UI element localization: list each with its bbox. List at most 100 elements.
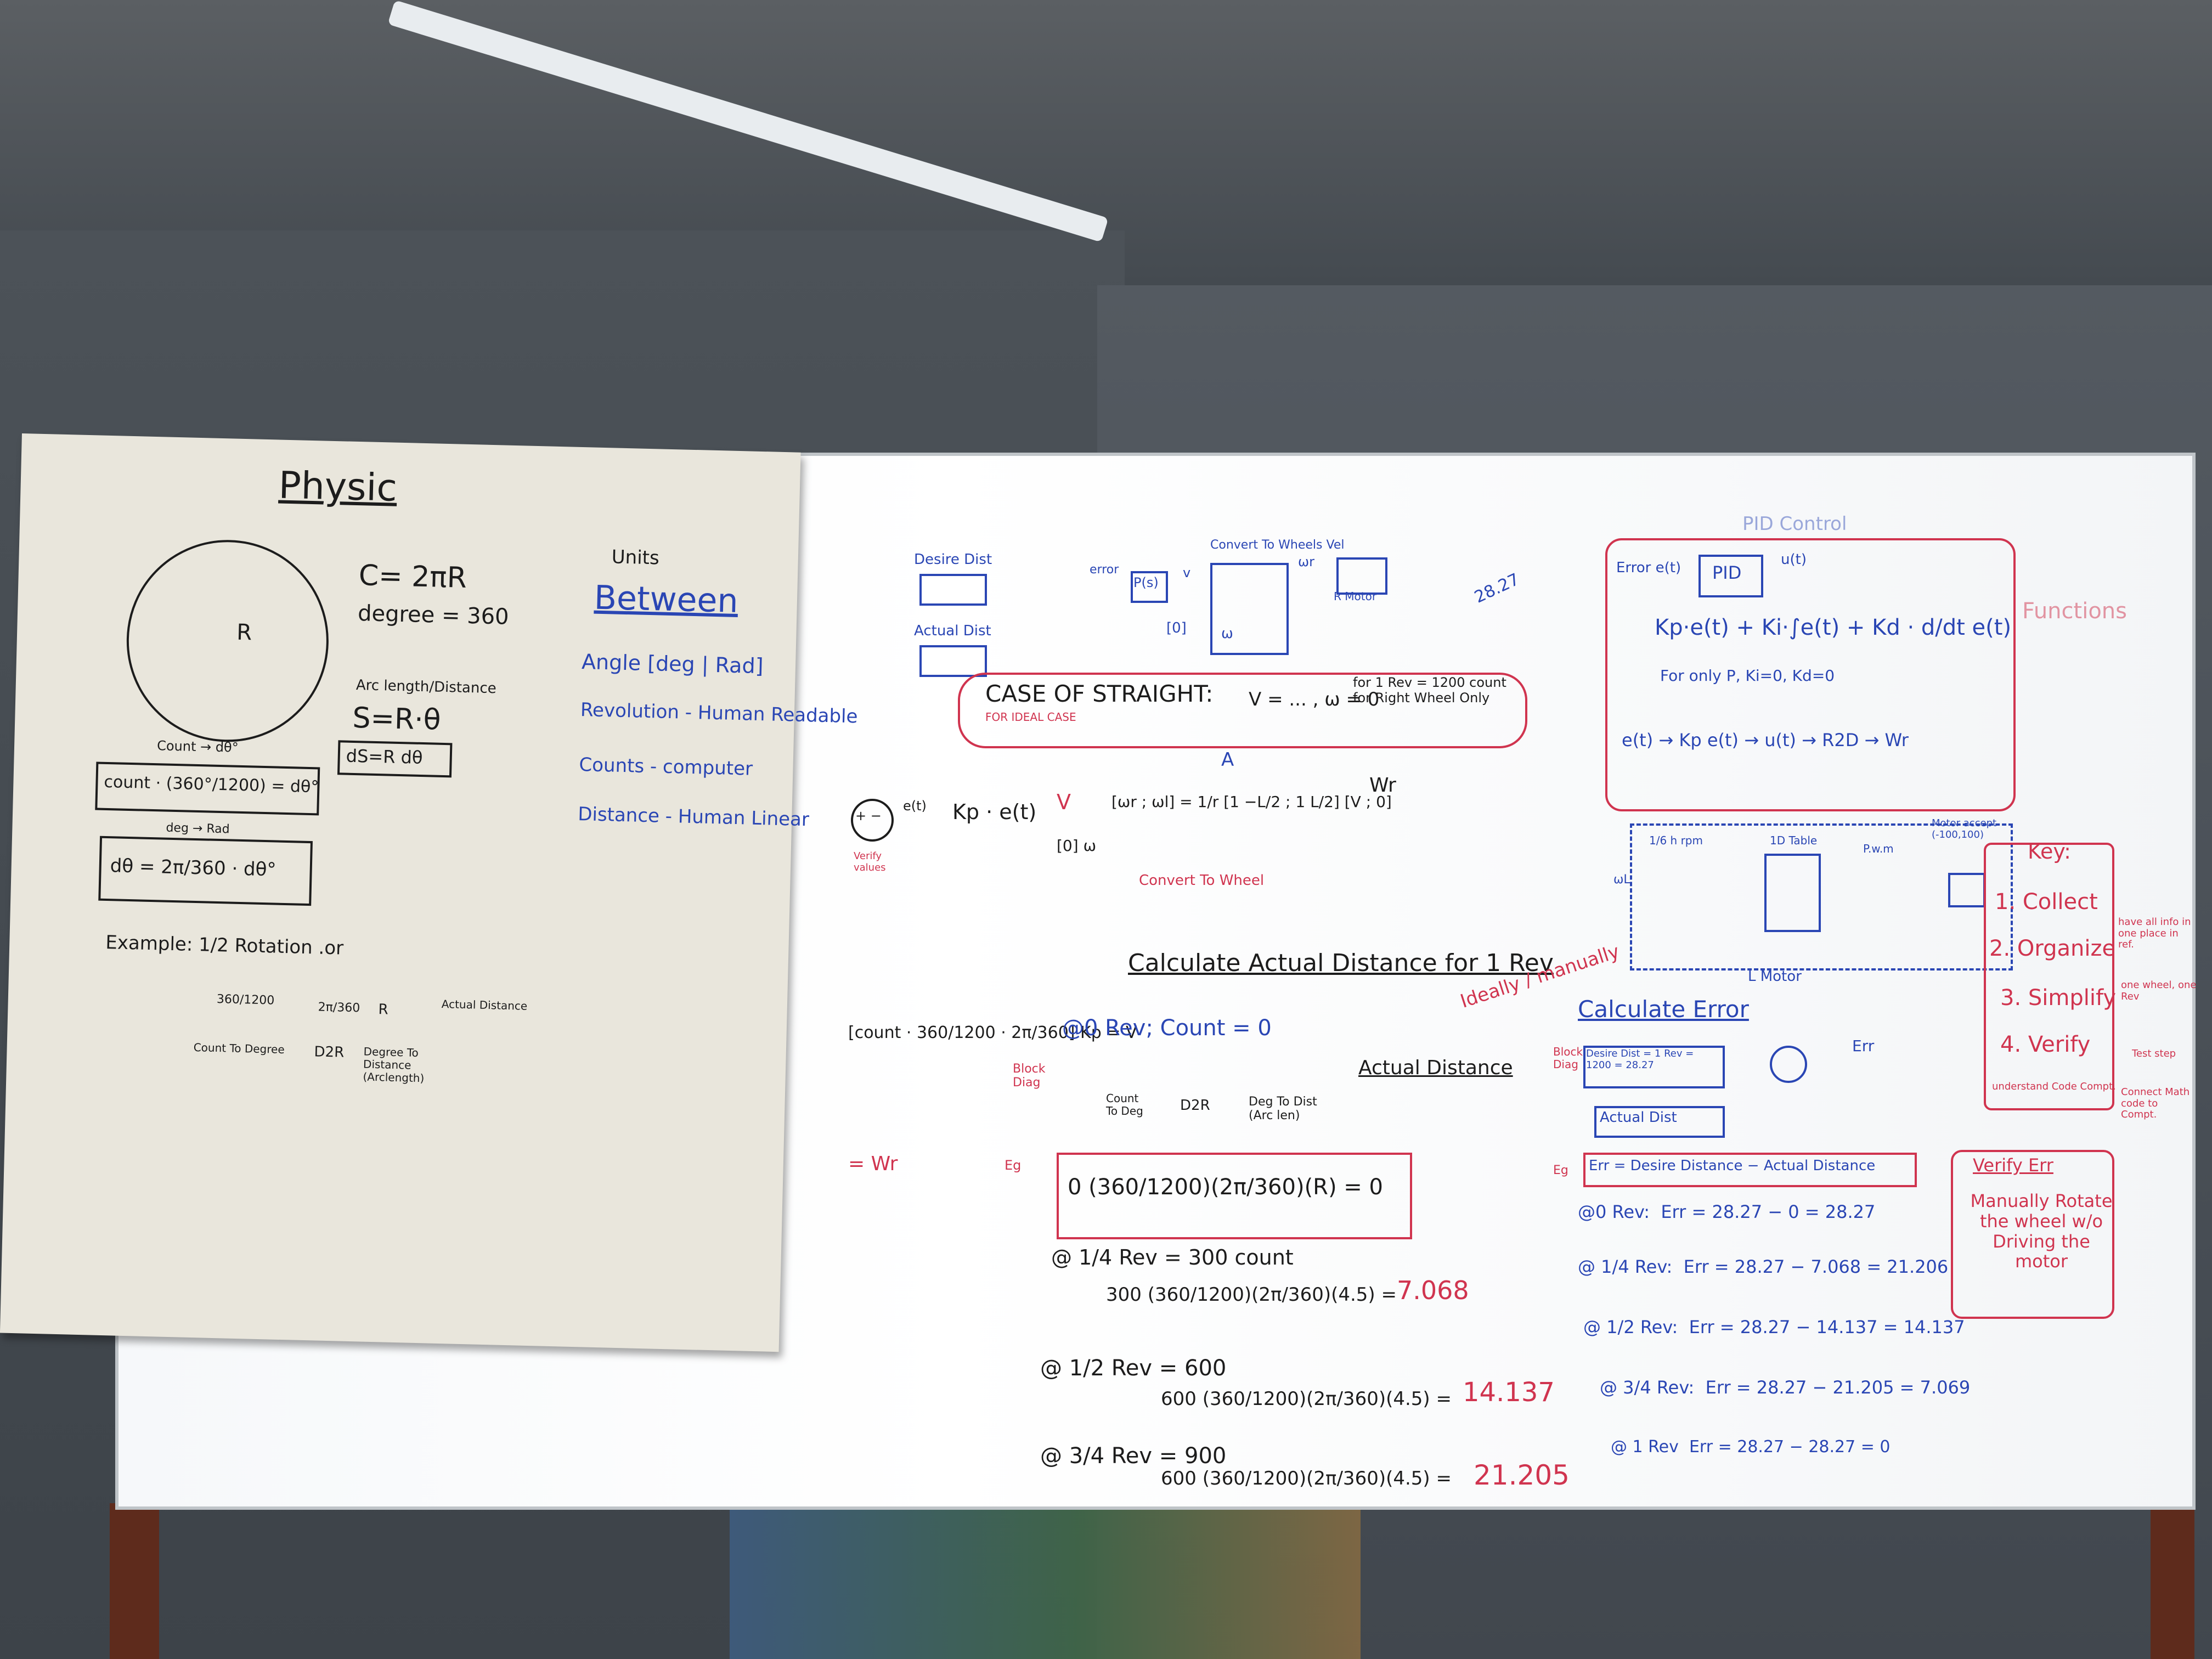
- zero-rev-label: @0 Rev; Count = 0: [1062, 1015, 1272, 1041]
- v-signal-label: v: [1183, 565, 1191, 580]
- quarter-rev-expr: 300 (360/1200)(2π/360)(4.5) =: [1106, 1284, 1397, 1306]
- motor-table-block: [1764, 854, 1821, 932]
- eq0-box: [1057, 1153, 1412, 1239]
- kp-gain-label: Kp · e(t): [952, 800, 1037, 824]
- case-straight-values: V = ... , ω = 0: [1249, 689, 1380, 710]
- desire-dist-box: [1583, 1046, 1725, 1088]
- count-conv-label: Count → dθ°: [156, 738, 239, 755]
- verify-err-title: Verify Err: [1973, 1155, 2053, 1176]
- half-rev-expr: 600 (360/1200)(2π/360)(4.5) =: [1161, 1388, 1452, 1410]
- pipeline-output: Actual Distance: [441, 997, 528, 1013]
- error-summing-junction: [1770, 1046, 1807, 1083]
- key-box: [1984, 843, 2114, 1110]
- omega-signal-label: ω: [1221, 625, 1233, 642]
- pipeline-gain-1: 360/1200: [216, 992, 275, 1008]
- pipeline-label-1: Count To Degree: [193, 1040, 285, 1057]
- calc-error-block-diag: Block Diag: [1553, 1045, 1583, 1071]
- err-row-1: @ 1/4 Rev: Err = 28.27 − 7.068 = 21.206: [1578, 1256, 1949, 1277]
- three-quarter-rev-label: @ 3/4 Rev = 900: [1040, 1443, 1227, 1469]
- key-step-1: 1. Collect: [1995, 889, 2098, 915]
- motor-dashed-box: [1630, 823, 2013, 970]
- circumference-text: C= 2πR: [358, 559, 467, 595]
- case-straight-sub: FOR IDEAL CASE: [985, 710, 1076, 724]
- convert-wheels-block: [1210, 563, 1289, 655]
- wheel-matrix-equation: [ωr ; ωl] = 1/r [1 −L/2 ; 1 L/2] [V ; 0]: [1111, 793, 1392, 811]
- key-understand: understand Code Compt.: [1992, 1081, 2116, 1092]
- deg-rad-label: deg → Rad: [166, 821, 230, 837]
- unit-counts: Counts - computer: [579, 753, 753, 780]
- half-rev-result: 14.137: [1463, 1377, 1555, 1408]
- differential-text: dS=R dθ: [346, 745, 423, 769]
- error-et-label: e(t): [903, 798, 927, 814]
- case-straight-note: for 1 Rev = 1200 count for Right Wheel O…: [1353, 675, 1506, 706]
- zero-input-label: [0]: [1166, 620, 1187, 636]
- chain-deg-to-dist: Deg To Dist (Arc len): [1249, 1095, 1317, 1123]
- v-label: V: [1057, 790, 1071, 814]
- summing-junction: [851, 799, 894, 842]
- err-formula-text: Err = Desire Distance − Actual Distance: [1589, 1158, 1876, 1174]
- feedback-equation: [count · 360/1200 · 2π/360] Kp = V: [848, 1023, 1137, 1042]
- error-signal-label: error: [1090, 563, 1119, 577]
- verify-err-text: Manually Rotate the wheel w/o Driving th…: [1970, 1190, 2113, 1272]
- convert-wheels-label: Convert To Wheels Vel: [1210, 538, 1345, 552]
- motor-rpm-label: 1/6 h rpm: [1649, 834, 1703, 847]
- omega-input-label: [0] ω: [1057, 837, 1097, 855]
- case-straight-title: CASE OF STRAIGHT:: [985, 680, 1214, 707]
- three-quarter-rev-result: 21.205: [1474, 1459, 1570, 1491]
- motor-box-title: L Motor: [1748, 968, 1802, 985]
- verify-err-box: [1951, 1150, 2114, 1319]
- err-row-2: @ 1/2 Rev: Err = 28.27 − 14.137 = 14.137: [1583, 1317, 1965, 1338]
- pid-formula: Kp·e(t) + Ki·∫e(t) + Kd · d/dt e(t): [1655, 615, 2012, 640]
- case-straight-box: [958, 673, 1527, 748]
- pid-block-label: PID: [1712, 562, 1742, 583]
- arc-definition: Arc length/Distance: [356, 677, 497, 697]
- pipeline-gain-2: 2π/360: [318, 1000, 360, 1015]
- p-block: [1131, 571, 1168, 603]
- pipeline-gain-3: R: [378, 1001, 388, 1018]
- functions-label: Functions: [2022, 599, 2127, 624]
- unit-distance: Distance - Human Linear: [577, 803, 810, 831]
- r-motor-label: R Motor: [1334, 590, 1377, 603]
- motor-table-label: 1D Table: [1770, 834, 1818, 847]
- verify-values-label: Verify values: [854, 850, 886, 873]
- wr-signal-label: ωr: [1298, 554, 1314, 569]
- p-only-chain: e(t) → Kp e(t) → u(t) → R2D → Wr: [1622, 730, 1909, 751]
- whiteboard-stand-left-leg: [110, 1503, 159, 1659]
- p-block-label: P(s): [1133, 575, 1159, 590]
- err-output-label: Err: [1852, 1037, 1875, 1055]
- chain-output-label: Actual Distance: [1358, 1057, 1513, 1079]
- key-step-3: 3. Simplify: [2000, 985, 2117, 1011]
- err-row-0: @0 Rev: Err = 28.27 − 0 = 28.27: [1578, 1201, 1876, 1222]
- key-note-1: have all info in one place in ref.: [2118, 916, 2191, 951]
- whiteboard-stand-right-leg: [2151, 1492, 2194, 1659]
- flipchart-paper: Physic R C= 2πR degree = 360 Arc length/…: [0, 433, 858, 1352]
- calc-error-title: Calculate Error: [1578, 996, 1749, 1023]
- err-row-3: @ 3/4 Rev: Err = 28.27 − 21.205 = 7.069: [1600, 1377, 1971, 1398]
- three-quarter-rev-expr: 600 (360/1200)(2π/360)(4.5) =: [1161, 1468, 1452, 1489]
- r-motor-block: [1336, 557, 1387, 595]
- actual-dist-block: [919, 645, 987, 677]
- actual-dist-box: [1594, 1106, 1725, 1138]
- arc-formula: S=R·θ: [352, 701, 442, 737]
- actual-dist-text: Actual Dist: [1600, 1109, 1677, 1126]
- eg-label: Eg: [1005, 1158, 1022, 1173]
- convert-to-wheel-label: Convert To Wheel: [1139, 872, 1265, 889]
- eq0-text: 0 (360/1200)(2π/360)(R) = 0: [1068, 1175, 1383, 1200]
- key-note-4: Connect Math code to Compt.: [2121, 1086, 2190, 1121]
- quarter-rev-result: 7.068: [1397, 1276, 1469, 1305]
- desire-dist-text: Desire Dist = 1 Rev = 1200 = 28.27: [1586, 1048, 1694, 1071]
- key-step-2: 2. Organize: [1989, 936, 2116, 961]
- key-note-2: one wheel, one Rev: [2121, 979, 2197, 1002]
- pid-error-label: Error e(t): [1616, 560, 1681, 576]
- pipeline-label-3: Degree To Distance (Arclength): [363, 1045, 425, 1085]
- number-2827: 28.27: [1471, 569, 1522, 607]
- calc-distance-title: Calculate Actual Distance for 1 Rev: [1128, 949, 1554, 977]
- p-only-note: For only P, Ki=0, Kd=0: [1660, 667, 1835, 685]
- actual-dist-label: Actual Dist: [914, 623, 991, 639]
- chain-d2r: D2R: [1180, 1097, 1210, 1114]
- pid-output-label: u(t): [1781, 551, 1807, 568]
- motor-accept-label: Motor accept (-100,100): [1932, 817, 1997, 840]
- unit-angle: Angle [deg | Rad]: [581, 650, 764, 679]
- block-diag-label: Block Diag: [1013, 1062, 1046, 1090]
- circle-diagram: [124, 537, 331, 744]
